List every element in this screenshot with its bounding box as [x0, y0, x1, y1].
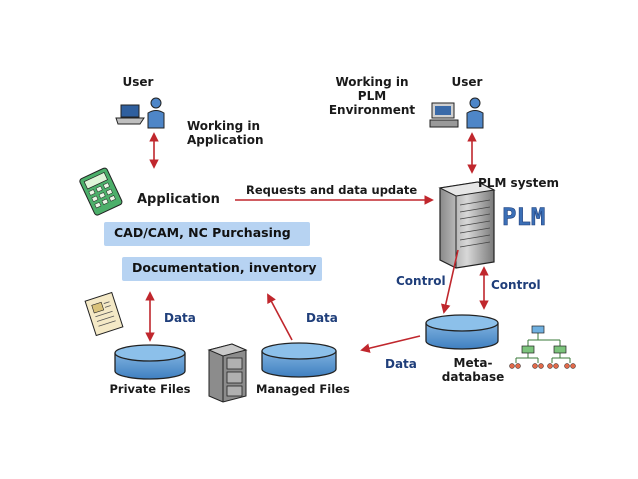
user-icon	[466, 97, 484, 129]
meta-database-label: Meta- database	[441, 356, 505, 384]
arrow-data-meta-managed	[360, 335, 421, 353]
application-label: Application	[137, 192, 220, 207]
working-in-plm-label: Working in PLM Environment	[328, 75, 416, 117]
managed-files-label: Managed Files	[256, 382, 350, 396]
user-left-label: User	[122, 75, 154, 89]
meta-database-cylinder	[425, 314, 499, 350]
calculator-icon	[79, 167, 123, 216]
plm-logo: PLM	[502, 203, 545, 231]
laptop-icon	[115, 104, 145, 125]
private-files-cylinder	[114, 344, 186, 380]
private-files-label: Private Files	[109, 382, 191, 396]
file-cabinet-icon	[207, 343, 248, 403]
plm-system-label: PLM system	[478, 176, 560, 190]
cad-cam-band: CAD/CAM, NC Purchasing	[104, 222, 310, 246]
arrow-control-left	[441, 249, 459, 314]
managed-files-cylinder	[261, 342, 337, 378]
documentation-band: Documentation, inventory	[122, 257, 322, 281]
requests-label: Requests and data update	[246, 183, 418, 197]
cad-cam-label: CAD/CAM, NC Purchasing	[114, 225, 291, 240]
control-left-label: Control	[396, 274, 446, 288]
user-right-label: User	[451, 75, 483, 89]
data-mid-label: Data	[306, 311, 338, 325]
desktop-computer-icon	[429, 102, 459, 128]
hierarchy-tree-icon	[509, 325, 576, 369]
document-icon	[84, 291, 124, 337]
working-in-application-label: Working in Application	[187, 119, 264, 147]
user-icon	[147, 97, 165, 129]
plm-server-icon	[438, 181, 496, 269]
arrow-data-managed	[267, 293, 293, 341]
data-left-label: Data	[164, 311, 196, 325]
data-right-label: Data	[385, 357, 417, 371]
documentation-label: Documentation, inventory	[132, 260, 317, 275]
control-right-label: Control	[491, 278, 541, 292]
